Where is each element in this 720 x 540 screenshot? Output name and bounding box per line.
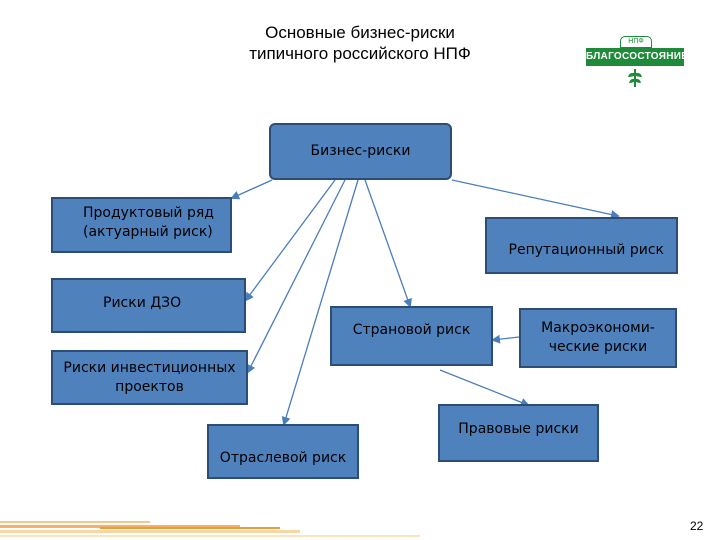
slide-title-line-2: типичного российского НПФ — [249, 44, 471, 63]
logo-name: БЛАГОСОСТОЯНИЕ — [586, 48, 688, 66]
node-industry-risk: Отраслевой риск — [207, 424, 359, 479]
wheat-ear-icon — [628, 69, 642, 87]
node-industry-risk-label: Отраслевой риск — [219, 450, 347, 466]
node-investment-project-risks-label-1: Риски инвестиционных — [63, 359, 236, 376]
node-macroeconomic-risks-label-1: Макроэкономи- — [541, 320, 655, 336]
arrow-to-country — [364, 179, 412, 308]
root-node-label: Бизнес-риски — [310, 143, 411, 159]
arrow-to-product-line — [230, 179, 273, 200]
node-investment-project-risks: Риски инвестиционных проектов — [51, 350, 248, 405]
footer-decorative-stripes — [0, 521, 420, 537]
node-dzo-risks-label: Риски ДЗО — [103, 295, 182, 311]
node-reputation-risk-label: Репутационный риск — [508, 242, 664, 258]
node-country-risk: Страновой риск — [330, 306, 493, 366]
node-investment-project-risks-label-2: проектов — [115, 378, 184, 395]
arrow-country-to-legal — [439, 369, 530, 407]
arrow-to-dzo — [244, 179, 336, 302]
footer-faint-text — [478, 525, 688, 533]
node-macroeconomic-risks-label-2: ческие риски — [548, 339, 648, 355]
node-macroeconomic-risks: Макроэкономи- ческие риски — [519, 308, 677, 368]
logo-badge: НПФ — [620, 36, 652, 48]
blagosostoyanie-logo: НПФ БЛАГОСОСТОЯНИЕ — [586, 36, 688, 88]
arrow-to-investment — [247, 179, 346, 374]
arrow-to-reputation — [451, 179, 620, 219]
node-product-line-label-1: Продуктовый ряд — [83, 205, 214, 221]
page-number: 22 — [690, 519, 704, 533]
node-product-line: Продуктовый ряд (актуарный риск) — [51, 197, 232, 253]
root-node-business-risks: Бизнес-риски — [269, 123, 452, 180]
node-legal-risks: Правовые риски — [438, 404, 599, 462]
node-product-line-label-2: (актуарный риск) — [83, 224, 213, 240]
node-country-risk-label: Страновой риск — [352, 321, 471, 338]
node-dzo-risks: Риски ДЗО — [51, 278, 246, 333]
arrow-macro-to-country — [491, 334, 520, 344]
node-legal-risks-label: Правовые риски — [458, 420, 579, 437]
arrow-to-industry — [281, 179, 359, 426]
node-reputation-risk: Репутационный риск — [485, 217, 678, 274]
slide-title: Основные бизнес-риски типичного российск… — [150, 22, 570, 64]
slide-title-line-1: Основные бизнес-риски — [265, 23, 455, 42]
